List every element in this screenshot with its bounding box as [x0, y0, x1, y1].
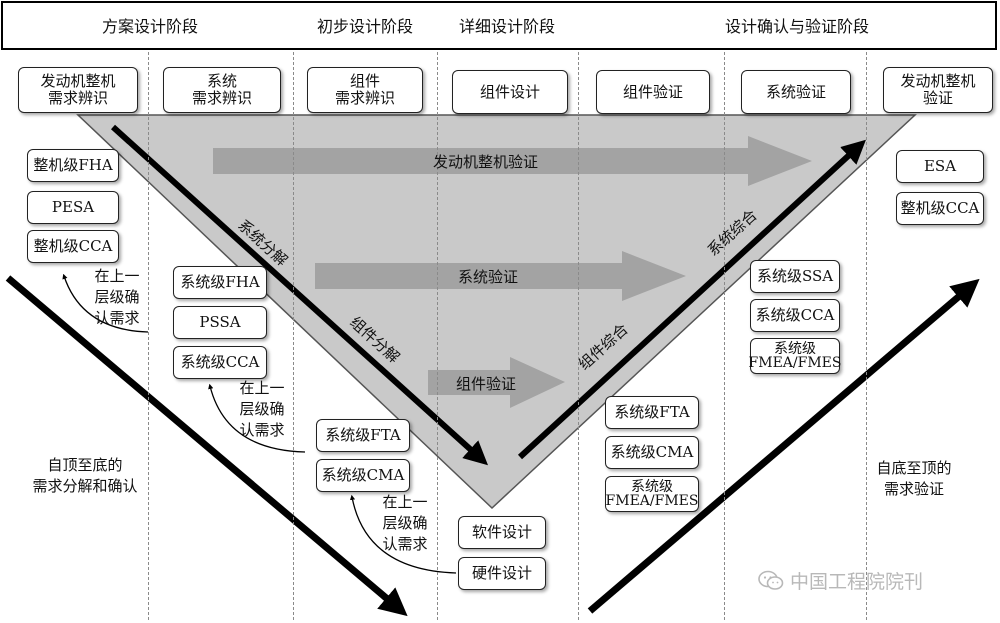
engine-verification-label: 发动机整机验证: [433, 153, 539, 171]
system-verification-label: 系统验证: [458, 268, 519, 286]
column-divider: [148, 52, 149, 620]
engine-req-identification-box: 发动机整机 需求辨识: [18, 67, 138, 113]
system-cca-box-right: 系统级CCA: [750, 299, 840, 332]
column-divider: [724, 52, 725, 620]
column-divider: [866, 52, 867, 620]
system-fha-box: 系统级FHA: [173, 266, 267, 299]
component-req-identification-box: 组件 需求辨识: [307, 67, 423, 113]
column-divider: [293, 52, 294, 620]
component-design-box: 组件设计: [452, 70, 568, 114]
column-divider: [578, 52, 579, 620]
confirm-req-note-1: 在上一 层级确 认需求: [94, 267, 140, 327]
engine-cca-box: 整机级CCA: [27, 230, 119, 263]
system-fta-box-left: 系统级FTA: [316, 419, 410, 452]
engine-verification-arrow: [213, 136, 812, 186]
phase-confirm-verify: 设计确认与验证阶段: [724, 17, 870, 36]
system-cma-box-right: 系统级CMA: [605, 436, 699, 469]
v-triangle: [76, 114, 917, 510]
confirm-req-note-3: 在上一 层级确 认需求: [382, 493, 428, 553]
phase-header: [1, 1, 997, 50]
esa-box: ESA: [896, 150, 984, 183]
pssa-box: PSSA: [173, 306, 267, 339]
decomposition-arrow: [110, 124, 489, 466]
watermark: 中国工程院院刊: [758, 567, 923, 594]
system-fmea-box-right: 系统级 FMEA/FMES: [605, 476, 699, 512]
engine-verification-box: 发动机整机 验证: [883, 67, 993, 113]
phase-detailed-design: 详细设计阶段: [458, 17, 556, 36]
column-divider: [437, 52, 438, 620]
engine-fha-box: 整机级FHA: [27, 149, 119, 182]
wechat-icon: [758, 570, 784, 590]
engine-cca-box-right: 整机级CCA: [896, 192, 984, 225]
confirm-arrow-3: [349, 494, 457, 574]
integration-arrow: [517, 139, 866, 460]
confirm-arrow-2: [208, 383, 306, 453]
bottom-up-arrow: [587, 278, 980, 614]
top-down-arrow: [5, 275, 408, 617]
system-cma-box-left: 系统级CMA: [316, 459, 410, 492]
system-ssa-box: 系统级SSA: [750, 260, 840, 293]
component-verification-label: 组件验证: [456, 375, 517, 393]
system-cca-box-left: 系统级CCA: [173, 346, 267, 379]
system-fta-box-right: 系统级FTA: [605, 396, 699, 429]
component-verification-box: 组件验证: [596, 70, 710, 114]
software-design-box: 软件设计: [458, 516, 546, 549]
pesa-box: PESA: [27, 191, 119, 224]
confirm-req-note-2: 在上一 层级确 认需求: [239, 379, 285, 439]
phase-scheme-design: 方案设计阶段: [101, 17, 199, 36]
system-verification-arrow: [315, 251, 686, 301]
top-down-note: 自顶至底的 需求分解和确认: [32, 456, 138, 495]
system-verification-box: 系统验证: [741, 70, 851, 114]
confirm-arrow-1: [62, 273, 149, 333]
component-verification-arrow: [428, 357, 565, 408]
system-fmea-box-far-right: 系统级 FMEA/FMES: [749, 338, 841, 374]
bottom-up-note: 自底至顶的 需求验证: [876, 459, 952, 498]
system-req-identification-box: 系统 需求辨识: [163, 67, 281, 113]
phase-preliminary-design: 初步设计阶段: [316, 17, 414, 36]
hardware-design-box: 硬件设计: [458, 557, 546, 590]
watermark-text: 中国工程院院刊: [790, 571, 924, 593]
